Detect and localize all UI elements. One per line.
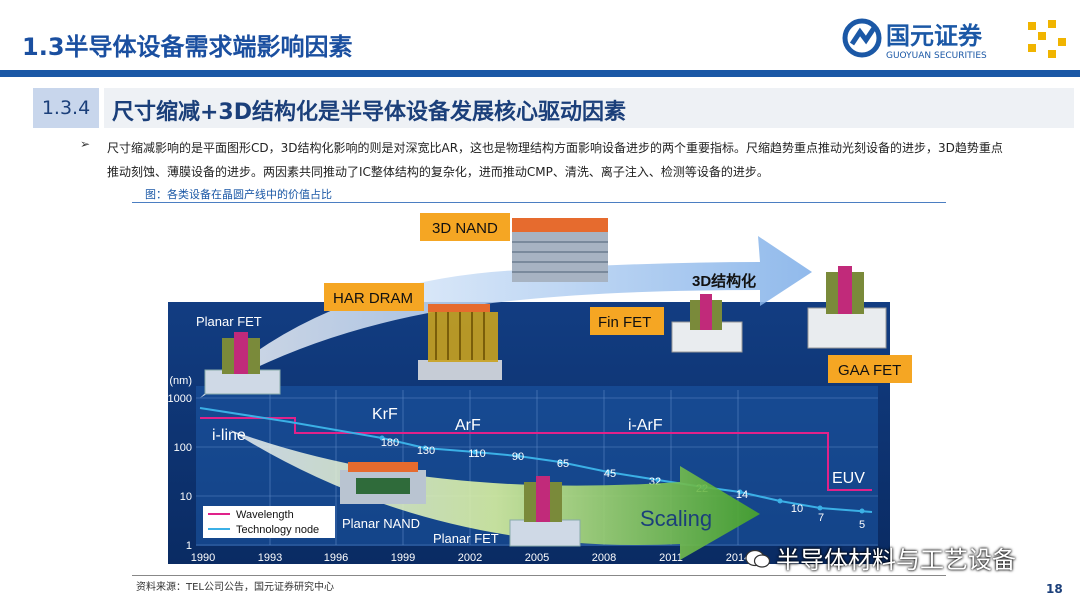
scaling-label: Scaling bbox=[640, 506, 712, 531]
logo-mark-icon bbox=[842, 18, 882, 58]
callout-har-dram: HAR DRAM bbox=[333, 290, 413, 307]
technology-node-line bbox=[199, 407, 873, 513]
legend-label: Technology node bbox=[236, 524, 319, 536]
node-label: 10 bbox=[791, 503, 803, 515]
logo-en-text: GUOYUAN SECURITIES bbox=[886, 51, 987, 61]
y-tick: 1000 bbox=[168, 393, 192, 405]
litho-label: ArF bbox=[455, 417, 481, 434]
x-tick: 1990 bbox=[191, 552, 215, 564]
node-label: 130 bbox=[417, 445, 435, 457]
bullet-arrow-icon: ➢ bbox=[80, 137, 91, 151]
callout-3d-structuring: 3D结构化 bbox=[692, 272, 756, 290]
page-title: 1.3半导体设备需求端影响因素 bbox=[22, 33, 353, 61]
x-tick: 2011 bbox=[659, 552, 683, 564]
node-label: 110 bbox=[468, 448, 486, 460]
node-label: 14 bbox=[736, 489, 748, 501]
footer-divider bbox=[132, 575, 946, 576]
node-label: 180 bbox=[381, 437, 399, 449]
source-note: 资料来源：TEL公司公告，国元证券研究中心 bbox=[136, 582, 334, 593]
node-label: 7 bbox=[818, 512, 824, 524]
header-divider bbox=[0, 70, 1080, 77]
callout-box bbox=[420, 213, 510, 241]
label-planar-fet-bottom: Planar FET bbox=[433, 531, 499, 546]
page-number: 18 bbox=[1046, 582, 1063, 596]
logo-squares-icon bbox=[1028, 20, 1066, 58]
planar-fet-device-bottom bbox=[509, 476, 581, 547]
litho-label: EUV bbox=[832, 470, 865, 487]
x-tick: 1993 bbox=[258, 552, 282, 564]
figure-caption: 图：各类设备在晶圆产线中的价值占比 bbox=[145, 188, 332, 201]
x-tick: 1999 bbox=[391, 552, 415, 564]
callout-finfet: Fin FET bbox=[598, 314, 651, 331]
y-tick: 100 bbox=[174, 442, 192, 454]
x-tick: 2005 bbox=[525, 552, 549, 564]
bullet-text: 尺寸缩减影响的是平面图形CD，3D结构化影响的则是对深宽比AR，这也是物理结构方… bbox=[107, 141, 1003, 179]
x-tick: 2014 bbox=[726, 552, 750, 564]
chart-legend: Wavelength Technology node bbox=[203, 506, 335, 538]
litho-label: i-ArF bbox=[628, 417, 663, 434]
x-tick: 2002 bbox=[458, 552, 482, 564]
section-bar bbox=[104, 88, 1074, 128]
section-title: 尺寸缩减+3D结构化是半导体设备发展核心驱动因素 bbox=[112, 100, 627, 125]
legend-label: Wavelength bbox=[236, 509, 294, 521]
unit-label: (nm) bbox=[169, 375, 192, 387]
node-label: 65 bbox=[557, 458, 569, 470]
x-tick: 2008 bbox=[592, 552, 616, 564]
litho-label: KrF bbox=[372, 406, 398, 423]
callout-3d-nand: 3D NAND bbox=[432, 220, 498, 237]
planar-nand-device bbox=[340, 462, 426, 504]
logo-cn-text: 国元证券 bbox=[886, 22, 983, 50]
company-logo: 国元证券 GUOYUAN SECURITIES bbox=[838, 14, 1070, 66]
litho-label: i-line bbox=[212, 427, 246, 444]
gaa-fet-device bbox=[807, 266, 887, 349]
node-label: 5 bbox=[859, 519, 865, 531]
3d-nand-device bbox=[512, 218, 608, 282]
3d-arrow bbox=[200, 236, 812, 398]
y-tick: 10 bbox=[180, 491, 192, 503]
label-planar-nand: Planar NAND bbox=[342, 516, 420, 531]
node-points bbox=[379, 435, 865, 514]
watermark: 半导体材料与工艺设备 bbox=[776, 546, 1016, 574]
planar-fet-device-top bbox=[204, 332, 281, 395]
section-number: 1.3.4 bbox=[33, 88, 99, 128]
y-tick: 1 bbox=[186, 540, 192, 552]
label-planar-fet-top: Planar FET bbox=[196, 314, 262, 329]
callout-box bbox=[590, 307, 664, 335]
scaling-arrow bbox=[230, 430, 760, 560]
node-label: 45 bbox=[604, 468, 616, 480]
x-tick: 1996 bbox=[324, 552, 348, 564]
callout-box bbox=[324, 283, 424, 311]
wavelength-line bbox=[200, 417, 872, 491]
caption-divider bbox=[132, 202, 946, 203]
callout-gaa-fet: GAA FET bbox=[838, 362, 901, 379]
wechat-icon bbox=[745, 549, 771, 568]
callout-box bbox=[828, 355, 912, 383]
finfet-device bbox=[671, 294, 743, 353]
node-label: 90 bbox=[512, 451, 524, 463]
har-dram-device bbox=[418, 304, 502, 380]
